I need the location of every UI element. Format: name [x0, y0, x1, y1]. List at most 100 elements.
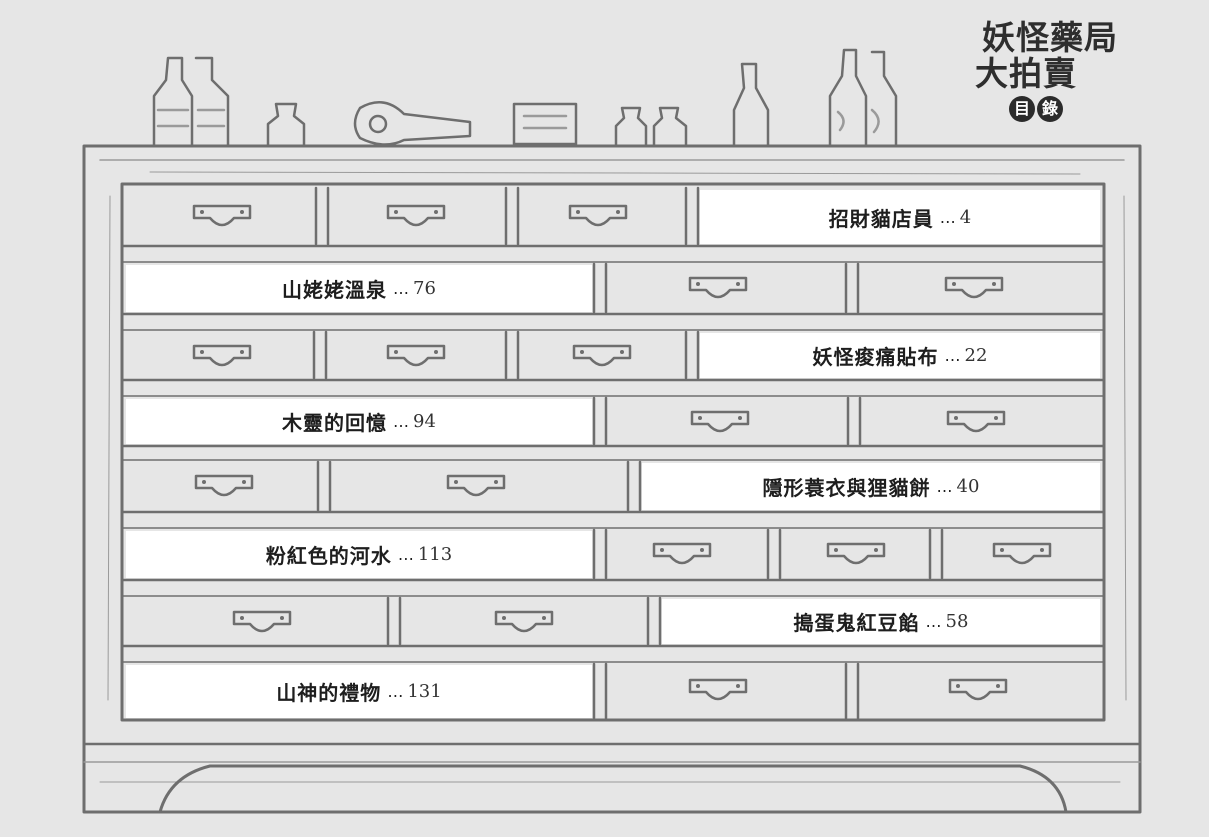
toc-heading: 目 錄 — [932, 96, 1140, 122]
chapter-page: 94 — [413, 411, 436, 432]
drawer-handle-icon — [826, 542, 886, 565]
handle-screw-icon — [660, 548, 664, 552]
chapter-entry[interactable]: 木靈的回憶 …94 — [126, 399, 592, 444]
chapter-entry[interactable]: 妖怪痠痛貼布 …22 — [700, 333, 1100, 378]
chapter-title: 招財貓店員 — [828, 206, 934, 231]
handle-screw-icon — [874, 548, 878, 552]
drawer-handle-icon — [948, 678, 1008, 701]
handle-screw-icon — [954, 416, 958, 420]
chapter-separator: … — [936, 477, 953, 496]
drawer-handle-icon — [446, 474, 506, 497]
drawer-handle-icon — [386, 204, 446, 227]
chapter-page: 4 — [959, 206, 972, 228]
chapter-page: 76 — [413, 278, 436, 299]
title-line-2: 大拍賣 — [975, 54, 1077, 93]
handle-screw-icon — [736, 282, 740, 286]
handle-screw-icon — [992, 282, 996, 286]
chapter-title: 粉紅色的河水 — [265, 544, 392, 568]
handle-screw-icon — [696, 282, 700, 286]
chapter-page: 22 — [964, 345, 988, 366]
drawer-handle-icon — [232, 610, 292, 633]
handle-screw-icon — [698, 416, 702, 420]
chapter-entry[interactable]: 粉紅色的河水 …113 — [126, 531, 592, 578]
drawer-handle-icon — [386, 344, 446, 367]
chapter-entry[interactable]: 搗蛋鬼紅豆餡 …58 — [662, 599, 1100, 644]
chapter-title: 木靈的回憶 — [282, 411, 388, 435]
drawer-handle-icon — [944, 276, 1004, 299]
handle-screw-icon — [240, 616, 244, 620]
handle-screw-icon — [200, 350, 204, 354]
handle-screw-icon — [242, 480, 246, 484]
drawer-handle-icon — [192, 344, 252, 367]
drawer-handle-icon — [688, 678, 748, 701]
handle-screw-icon — [240, 350, 244, 354]
book-title: 妖怪藥局 大拍賣 目 錄 — [940, 20, 1140, 122]
handle-screw-icon — [952, 282, 956, 286]
chapter-page: 58 — [945, 611, 969, 632]
handle-screw-icon — [200, 210, 204, 214]
handle-screw-icon — [280, 616, 284, 620]
drawer-handle-icon — [192, 204, 252, 227]
handle-screw-icon — [994, 416, 998, 420]
handle-screw-icon — [502, 616, 506, 620]
chapter-title: 妖怪痠痛貼布 — [812, 345, 939, 369]
handle-screw-icon — [956, 684, 960, 688]
chapter-entry[interactable]: 隱形蓑衣與狸貓餅 …40 — [642, 463, 1100, 510]
handle-screw-icon — [394, 350, 398, 354]
chapter-title: 隱形蓑衣與狸貓餅 — [762, 476, 931, 500]
chapter-separator: … — [944, 346, 961, 365]
handle-screw-icon — [700, 548, 704, 552]
handle-screw-icon — [1000, 548, 1004, 552]
handle-screw-icon — [494, 480, 498, 484]
drawer-handle-icon — [992, 542, 1052, 565]
handle-screw-icon — [394, 210, 398, 214]
chapter-separator: … — [393, 412, 410, 431]
handle-screw-icon — [434, 210, 438, 214]
chapter-separator: … — [397, 545, 414, 564]
handle-screw-icon — [576, 210, 580, 214]
chapter-title: 搗蛋鬼紅豆餡 — [793, 611, 920, 635]
handle-screw-icon — [736, 684, 740, 688]
handle-screw-icon — [240, 210, 244, 214]
handle-screw-icon — [542, 616, 546, 620]
title-line-1: 妖怪藥局 — [982, 18, 1118, 57]
chapter-entry[interactable]: 招財貓店員…4 — [700, 190, 1100, 244]
drawer-handle-icon — [494, 610, 554, 633]
drawer-handle-icon — [652, 542, 712, 565]
handle-screw-icon — [202, 480, 206, 484]
handle-screw-icon — [616, 210, 620, 214]
chapter-title: 山姥姥溫泉 — [282, 278, 388, 302]
handle-screw-icon — [454, 480, 458, 484]
drawer-handle-icon — [568, 204, 628, 227]
handle-screw-icon — [580, 350, 584, 354]
drawer-handle-icon — [690, 410, 750, 433]
chapter-entry[interactable]: 山姥姥溫泉 …76 — [126, 265, 592, 312]
chapter-page: 40 — [956, 476, 980, 497]
handle-screw-icon — [696, 684, 700, 688]
chapter-separator: … — [393, 279, 410, 298]
handle-screw-icon — [738, 416, 742, 420]
drawer-handle-icon — [194, 474, 254, 497]
drawer-dividers — [120, 244, 1106, 663]
chapter-separator: … — [939, 207, 956, 227]
cabinet-frame — [82, 144, 1142, 814]
drawer-separators — [312, 186, 944, 720]
drawer-handle-icon — [572, 344, 632, 367]
handle-screw-icon — [620, 350, 624, 354]
chapter-page: 113 — [417, 544, 453, 565]
chapter-separator: … — [925, 612, 942, 631]
toc-char-1: 目 — [1009, 96, 1035, 122]
chapter-entry[interactable]: 山神的禮物 …131 — [126, 665, 592, 718]
drawer-handle-icon — [688, 276, 748, 299]
drawer-handles — [192, 204, 1052, 701]
chapter-title: 山神的禮物 — [276, 681, 382, 705]
handle-screw-icon — [996, 684, 1000, 688]
drawer-handle-icon — [946, 410, 1006, 433]
shelf-bottles — [152, 48, 898, 148]
chapter-page: 131 — [407, 681, 442, 702]
handle-screw-icon — [1040, 548, 1044, 552]
toc-char-2: 錄 — [1037, 96, 1063, 122]
chapter-separator: … — [387, 682, 404, 701]
handle-screw-icon — [434, 350, 438, 354]
